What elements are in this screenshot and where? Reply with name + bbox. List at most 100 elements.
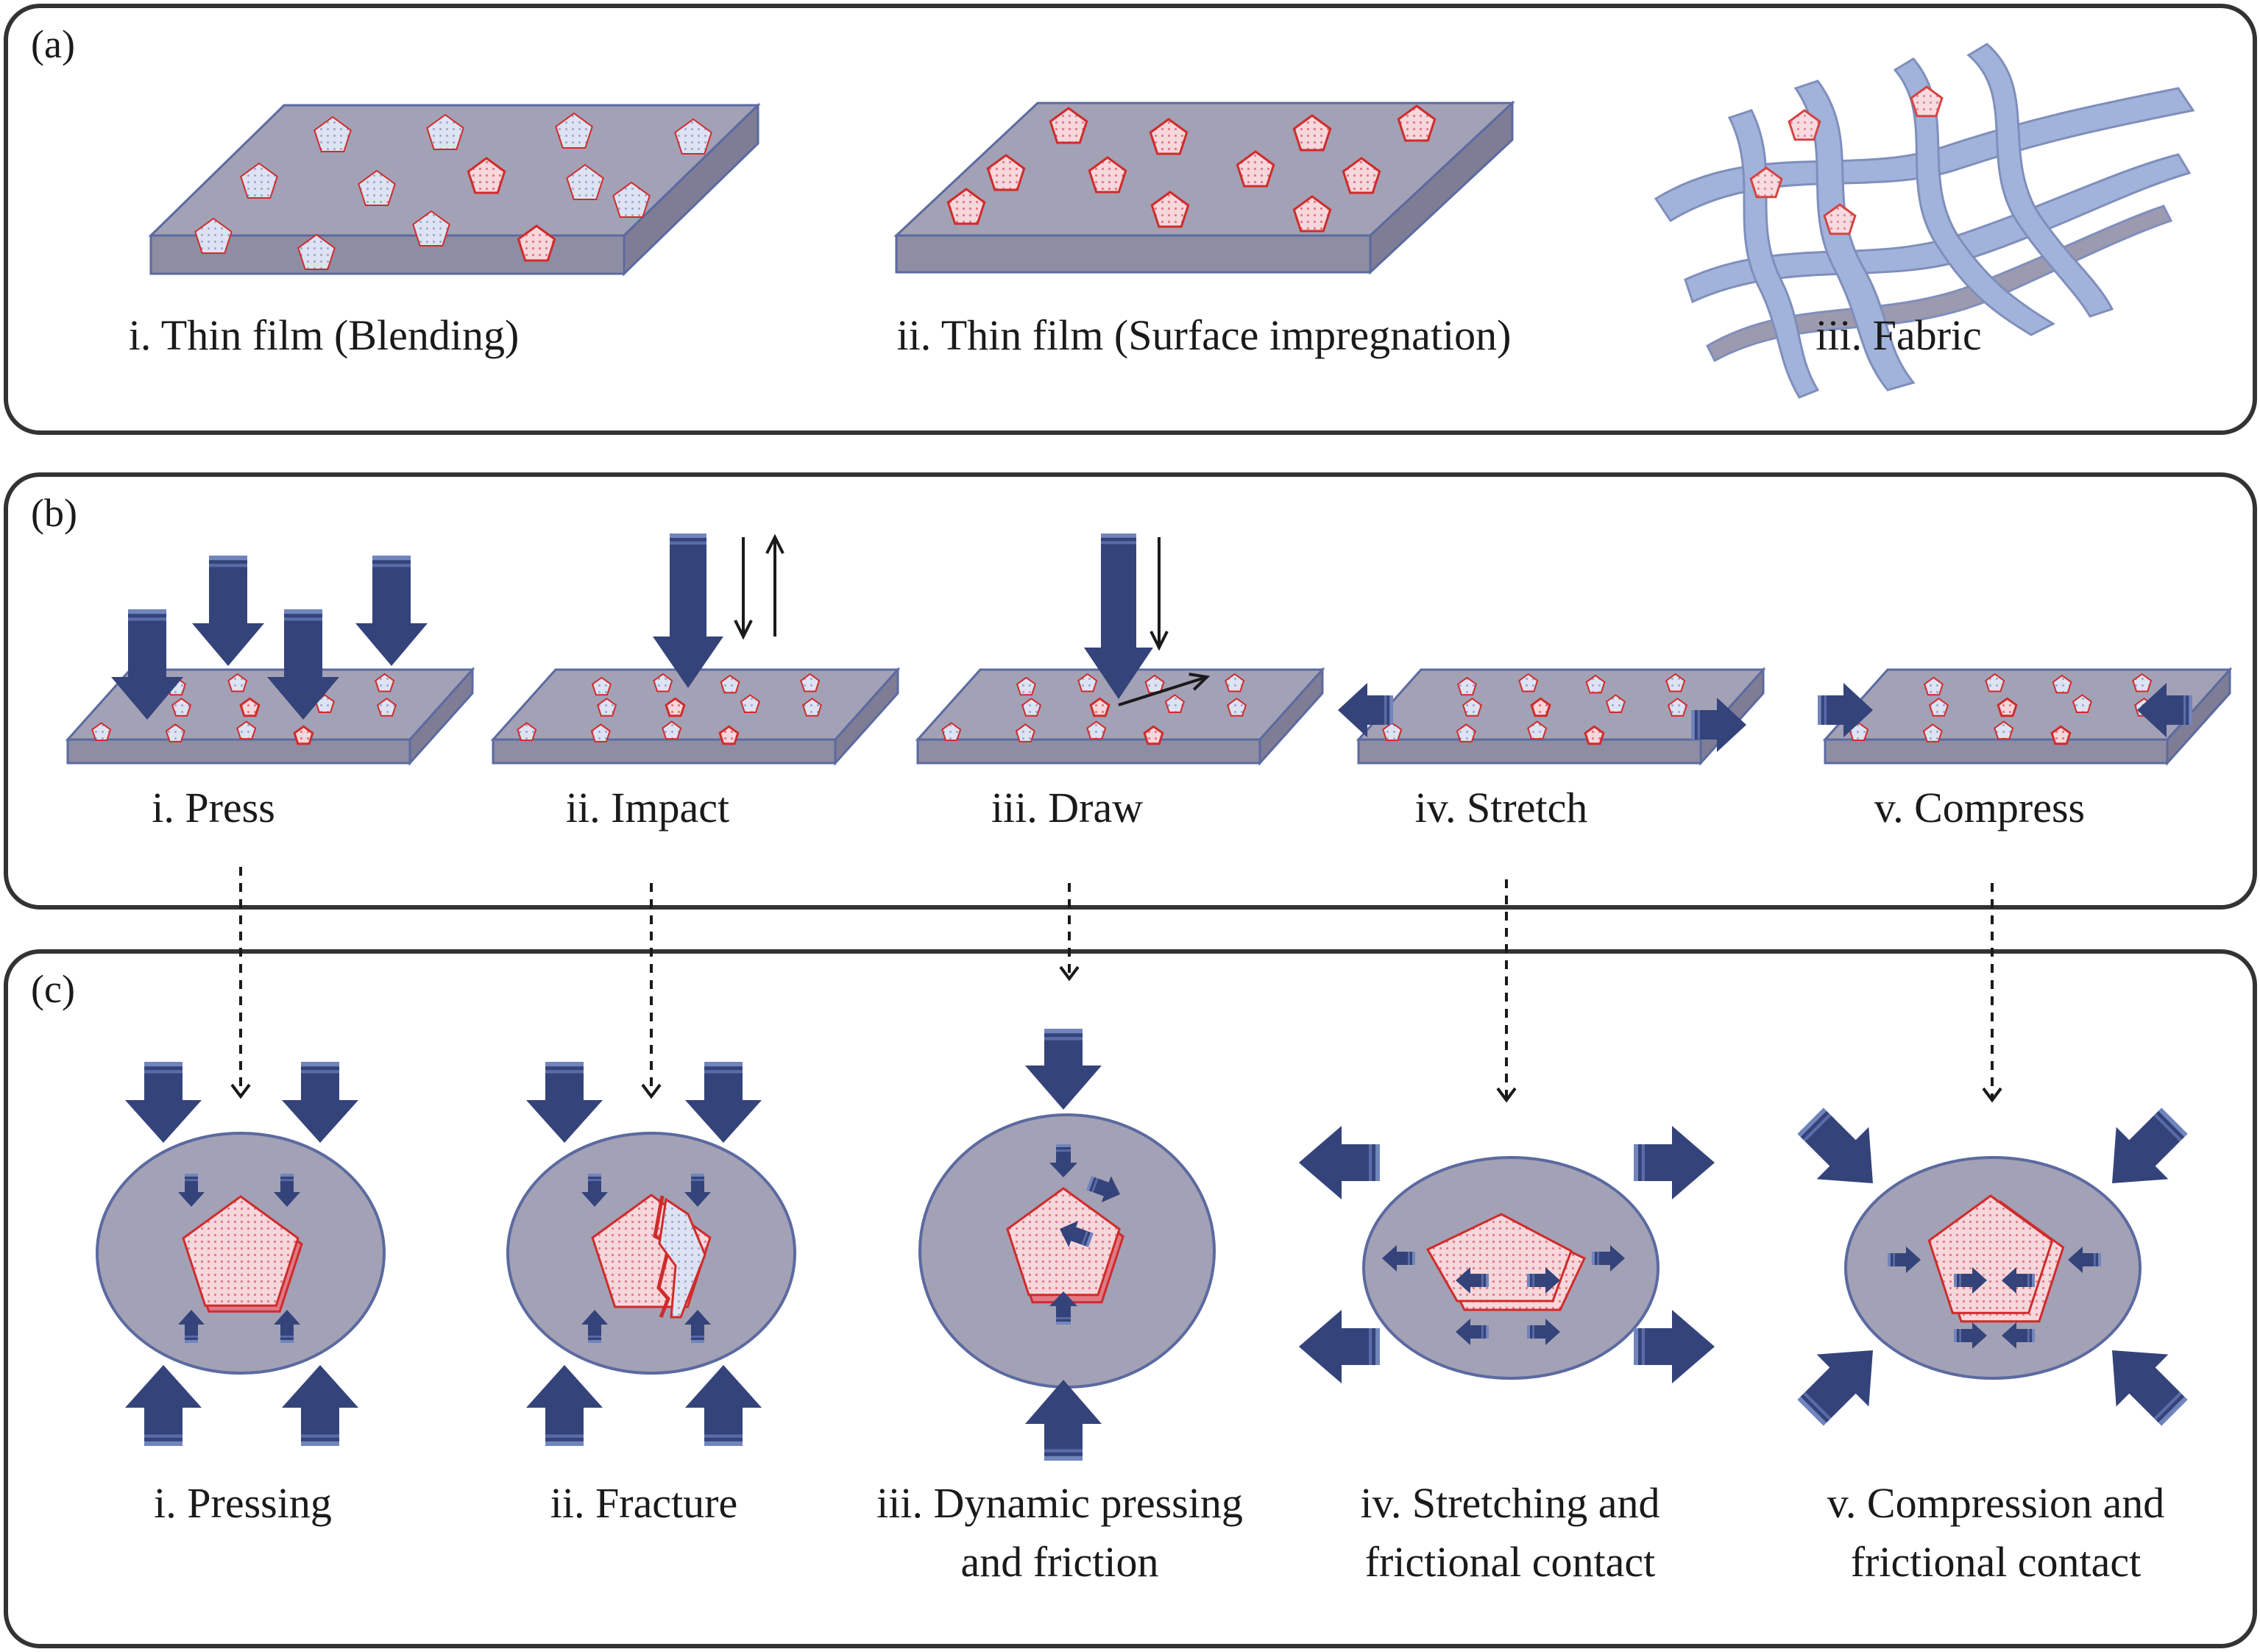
force-arrow-icon — [1299, 1310, 1380, 1383]
particle — [314, 116, 352, 152]
particle — [236, 720, 257, 740]
particle — [1462, 698, 1483, 717]
particle — [1225, 673, 1245, 692]
particle — [1910, 85, 1944, 118]
force-arrow-icon — [111, 609, 183, 720]
force-arrow-icon — [1382, 1245, 1415, 1272]
particle — [674, 118, 712, 155]
particle — [591, 676, 612, 696]
force-arrow-icon — [2112, 1350, 2188, 1426]
force-arrow-icon — [274, 1310, 300, 1343]
thin-film-impregnation-slab — [893, 100, 1515, 275]
caption-a-3: iii. Fabric — [1816, 311, 1982, 359]
particle — [517, 722, 537, 741]
caption-c-1: i. Pressing — [154, 1479, 332, 1527]
thin-arrow-icon — [1118, 673, 1211, 706]
particle — [467, 157, 506, 194]
slab-b-4 — [1356, 667, 1766, 766]
particle — [1077, 673, 1098, 692]
particle — [566, 163, 604, 200]
particle — [91, 722, 112, 741]
force-arrow-icon — [267, 609, 339, 720]
particle — [1143, 725, 1164, 745]
particle — [171, 698, 192, 717]
particle — [412, 210, 450, 247]
force-arrow-icon — [684, 1174, 711, 1207]
force-arrow-icon — [2002, 1267, 2035, 1294]
force-arrow-icon — [2137, 683, 2192, 737]
particle — [946, 188, 986, 225]
particle — [1456, 723, 1476, 742]
caption-c-4-line1: iv. Stretching and — [1361, 1479, 1660, 1527]
force-arrow-icon — [1634, 1310, 1715, 1383]
force-arrow-icon — [2002, 1322, 2035, 1349]
particle — [653, 673, 673, 692]
caption-a-1: i. Thin film (Blending) — [129, 311, 520, 359]
particle — [1788, 109, 1821, 141]
particle — [1164, 694, 1185, 713]
force-arrow-icon — [1084, 533, 1153, 699]
force-arrow-icon — [355, 556, 428, 666]
force-arrow-icon — [581, 1174, 608, 1207]
particle — [800, 673, 821, 692]
panel-b-tag: (b) — [31, 491, 77, 535]
particle — [2072, 694, 2092, 713]
caption-c-4-line2: frictional contact — [1365, 1538, 1656, 1586]
particle — [665, 697, 686, 717]
caption-b-5: v. Compress — [1874, 784, 2085, 832]
particle — [182, 1195, 300, 1307]
force-arrow-icon — [1954, 1267, 1987, 1294]
force-arrow-icon — [1060, 1220, 1094, 1247]
particle — [1456, 676, 1477, 696]
caption-c-2: ii. Fracture — [550, 1479, 737, 1527]
dashed-connectors — [230, 867, 2002, 1103]
fractured-fragment — [658, 1197, 706, 1319]
thin-arrow-icon — [765, 533, 784, 637]
panel-a-frame — [4, 4, 2257, 435]
force-arrow-icon — [1025, 1029, 1102, 1110]
particle — [720, 674, 740, 694]
force-arrow-icon — [1797, 1107, 1873, 1183]
particle — [376, 698, 397, 717]
particle — [596, 698, 617, 717]
particle — [293, 725, 314, 745]
force-arrow-icon — [1592, 1245, 1625, 1272]
caption-b-1: i. Press — [152, 784, 275, 832]
force-arrow-icon — [1025, 1380, 1102, 1461]
force-arrow-icon — [684, 1310, 711, 1343]
particle — [1088, 156, 1127, 194]
particle — [1665, 673, 1686, 692]
force-arrow-icon — [1049, 1291, 1077, 1325]
particle — [297, 233, 336, 270]
particle — [1150, 191, 1190, 228]
panel-a-tag: (a) — [31, 22, 75, 66]
particle — [1585, 674, 1606, 694]
particle — [358, 169, 396, 206]
particle — [194, 217, 233, 254]
caption-c-5-line2: frictional contact — [1851, 1538, 2142, 1586]
thin-arrow-icon — [1150, 537, 1169, 651]
panel-b-frame — [4, 472, 2257, 910]
particle — [1530, 697, 1551, 717]
particle — [941, 722, 962, 741]
force-arrow-icon — [282, 1062, 358, 1143]
fabric-weave — [1654, 43, 2195, 399]
caption-c-5-line1: v. Compression and — [1827, 1479, 2165, 1527]
particle — [2052, 674, 2072, 694]
slab-b-2 — [490, 667, 901, 766]
force-arrow-icon — [1338, 683, 1393, 737]
force-arrow-icon — [192, 556, 264, 666]
particle — [1382, 722, 1403, 741]
force-arrow-icon — [1691, 698, 1746, 752]
force-arrow-icon — [178, 1174, 205, 1207]
caption-b-2: ii. Impact — [566, 784, 729, 832]
force-arrow-icon — [1527, 1319, 1560, 1345]
particle — [517, 224, 556, 262]
particle — [555, 112, 593, 149]
particle — [1016, 676, 1036, 696]
force-arrow-icon — [2068, 1247, 2101, 1273]
force-arrow-icon — [1634, 1126, 1715, 1199]
particle — [1667, 698, 1688, 717]
particle — [986, 154, 1026, 191]
